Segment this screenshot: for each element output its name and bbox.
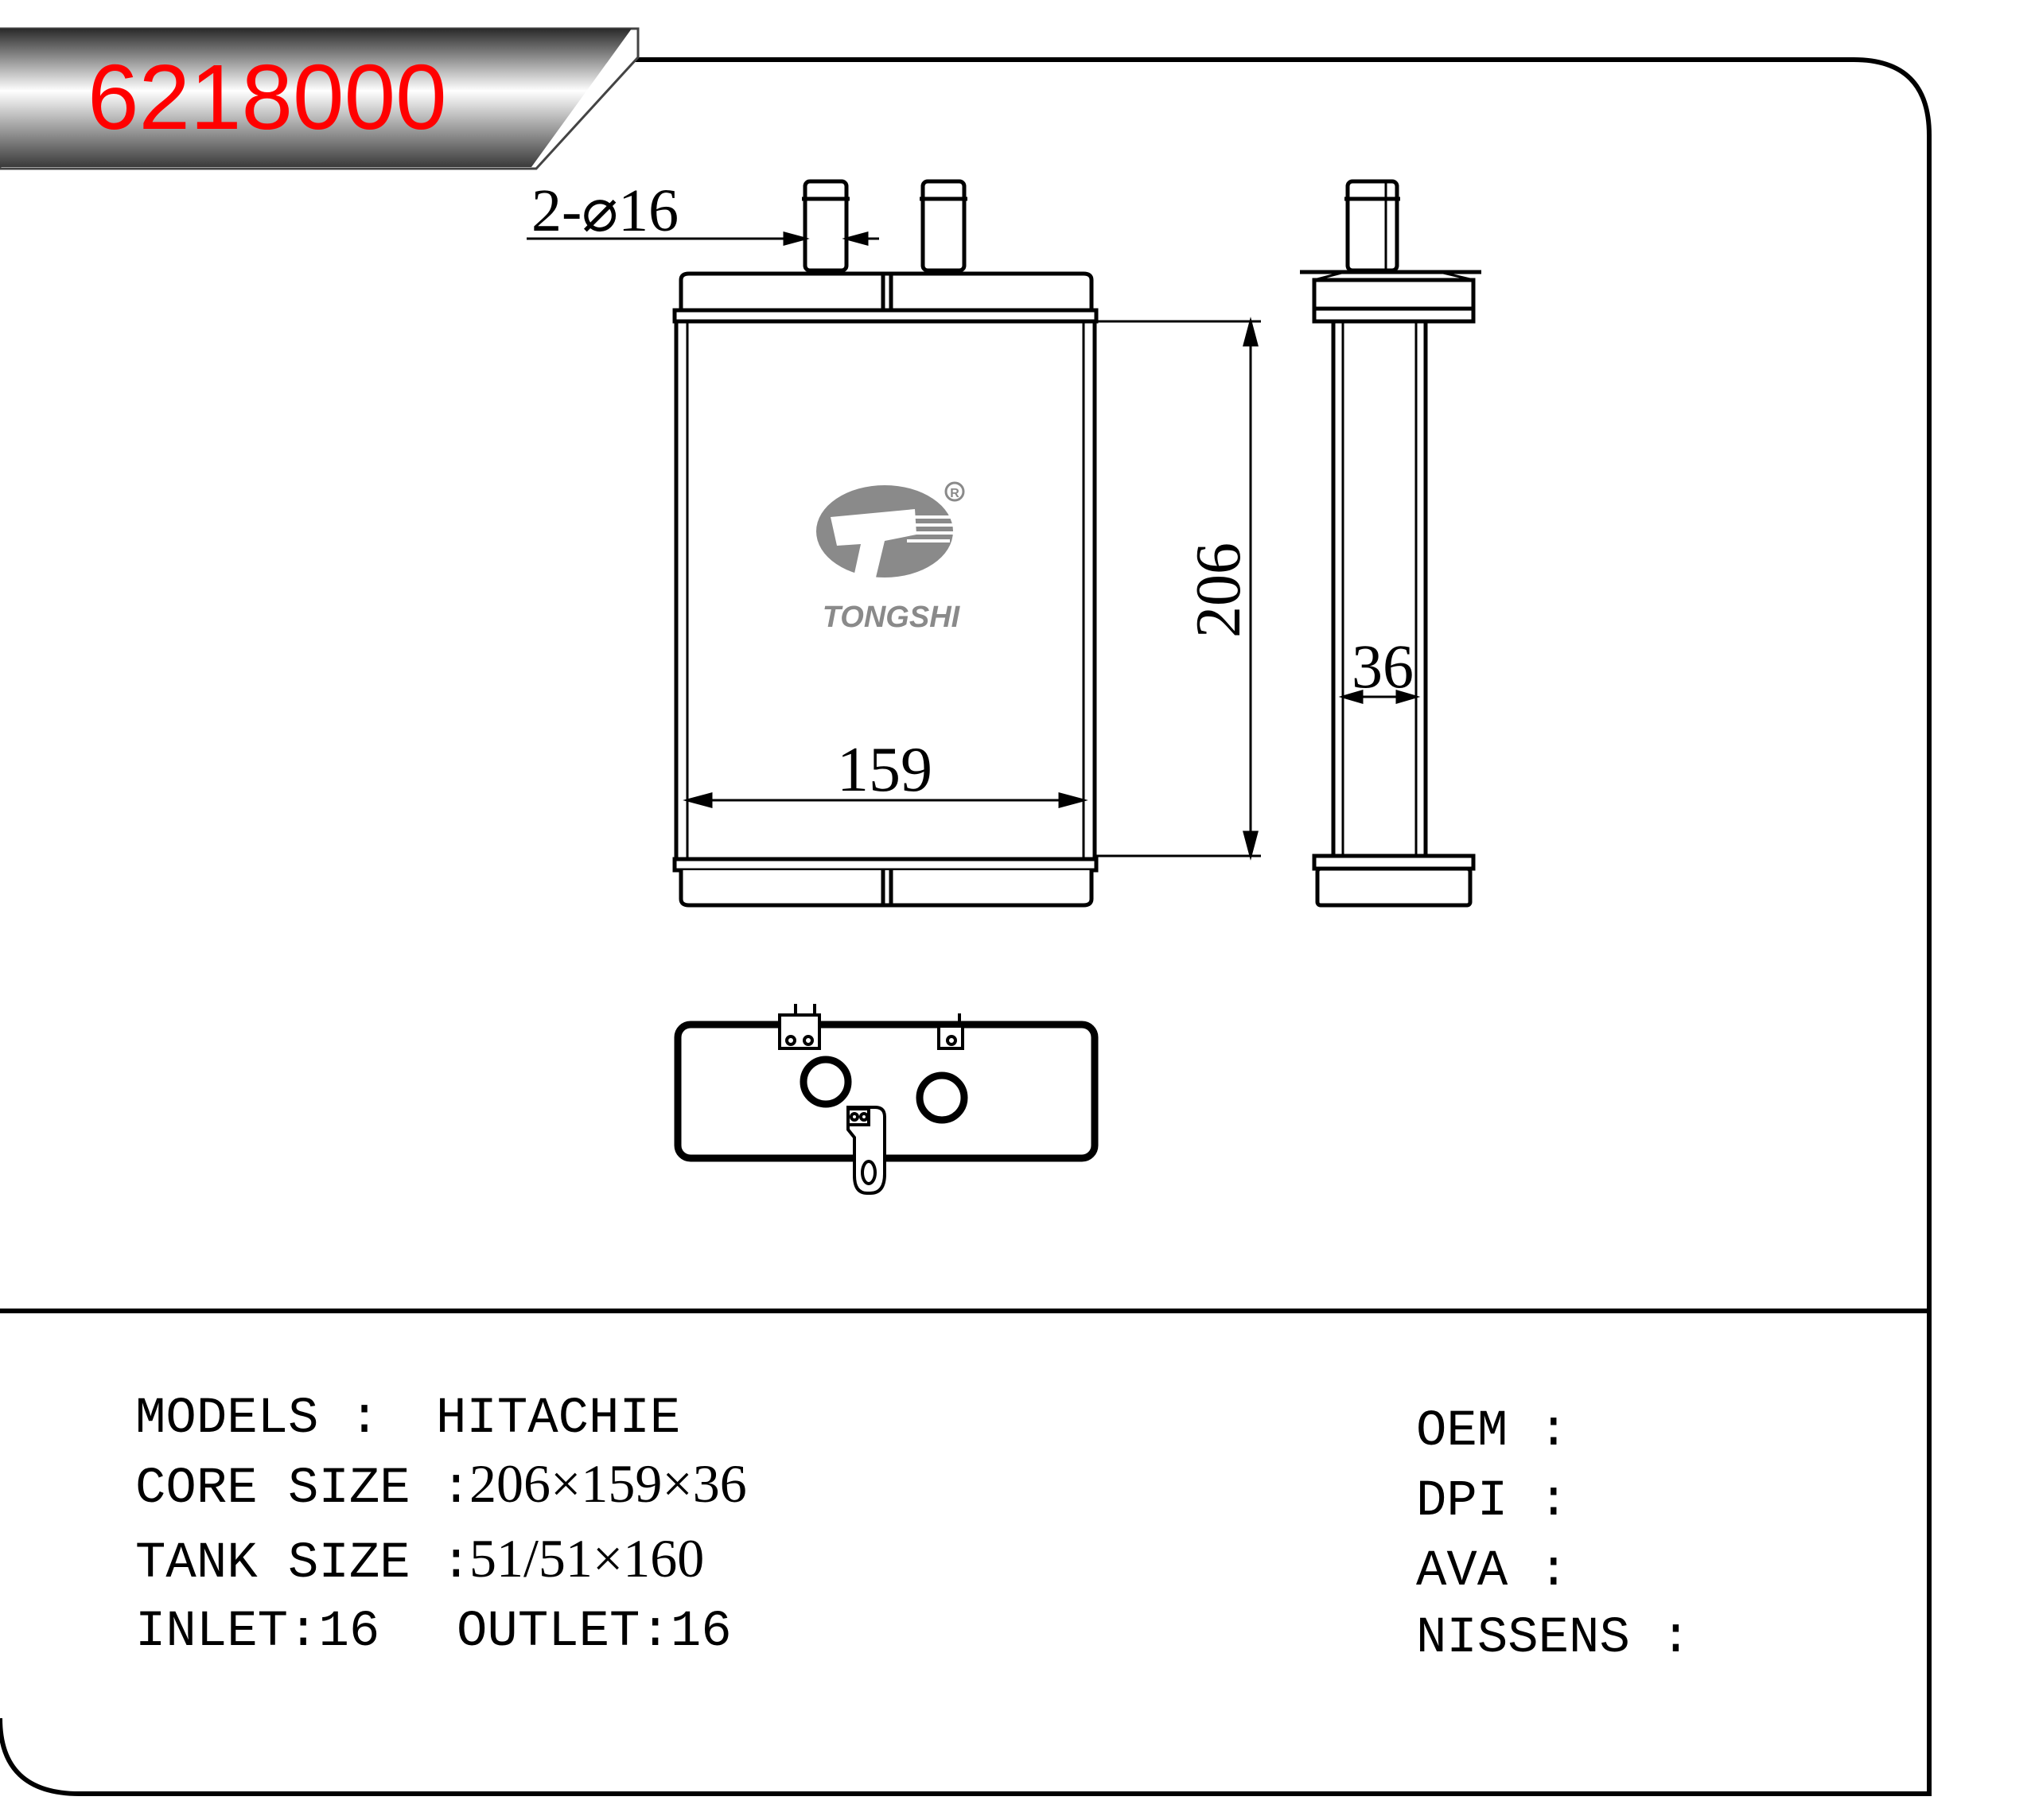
dimension-texts: 2-⌀16 206 159 [531, 177, 1254, 805]
pipe-left [802, 179, 850, 273]
pipe-right [920, 179, 967, 273]
ava-label: AVA : [1416, 1543, 1569, 1600]
inlet-port [800, 1056, 852, 1108]
models-label: MODELS : [135, 1390, 379, 1448]
core-width-dim: 159 [837, 735, 932, 805]
pipe-diameter-dim: 2-⌀16 [531, 177, 679, 244]
core-size-label: CORE SIZE : [135, 1460, 471, 1518]
part-number-banner: 6218000 [0, 27, 640, 170]
reference-numbers: OEM : DPI : AVA : NISSENS : [1416, 1403, 1691, 1667]
oem-label: OEM : [1416, 1403, 1569, 1460]
inlet-spec: INLET:16 [135, 1604, 379, 1661]
outlet-spec: OUTLET:16 [457, 1604, 732, 1661]
models-value: HITACHIE [436, 1390, 680, 1448]
specifications: MODELS : HITACHIE CORE SIZE : 206×159×36… [135, 1390, 747, 1661]
brand-name: TONGSHI [823, 601, 961, 634]
core-thickness-dim: 36 [1352, 632, 1414, 701]
top-tank [672, 271, 1099, 324]
bottom-tank [672, 857, 1099, 908]
thickness-dimension [1338, 690, 1421, 704]
dpi-label: DPI : [1416, 1473, 1569, 1530]
tongshi-emblem: R [816, 481, 965, 581]
front-view [672, 179, 1099, 908]
side-view [1300, 179, 1481, 908]
part-number: 6218000 [88, 45, 447, 149]
core-size-value: 206×159×36 [469, 1453, 747, 1514]
tank-size-label: TANK SIZE : [135, 1535, 471, 1592]
tank-size-value: 51/51×160 [469, 1528, 704, 1589]
registered-mark: R [950, 487, 959, 500]
outlet-port [916, 1071, 968, 1124]
nissens-label: NISSENS : [1416, 1610, 1691, 1667]
brand-logo: R TONGSHI [816, 481, 965, 634]
tank-bottom-view [674, 1004, 1099, 1195]
dimension-lines [527, 231, 1261, 861]
core-height-dim: 206 [1184, 542, 1254, 638]
drawing-frame [0, 57, 1932, 1796]
